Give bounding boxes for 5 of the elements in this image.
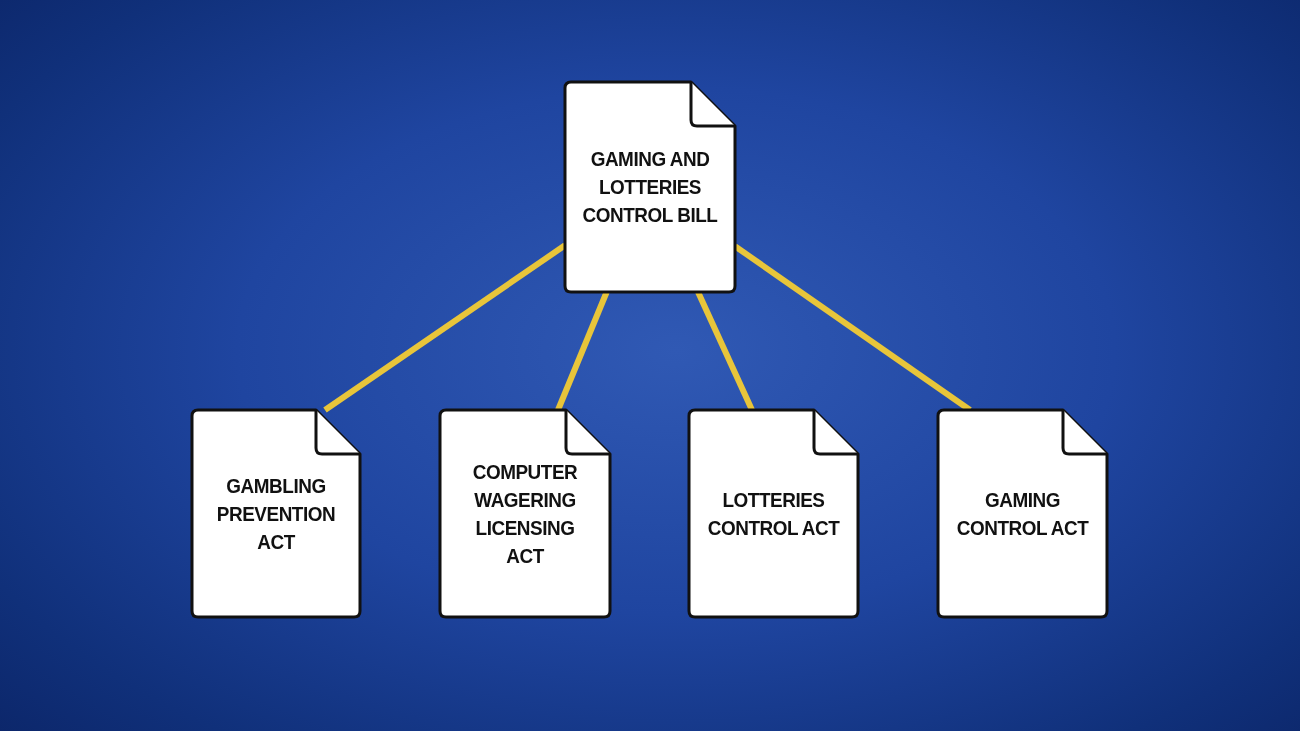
document-title: COMPUTER WAGERING LICENSING ACT [471, 458, 579, 569]
document-title: GAMBLING PREVENTION ACT [215, 472, 337, 555]
document-title: GAMING CONTROL ACT [955, 486, 1090, 541]
document-title: GAMING AND LOTTERIES CONTROL BILL [581, 146, 719, 228]
document-title: LOTTERIES CONTROL ACT [706, 486, 841, 541]
